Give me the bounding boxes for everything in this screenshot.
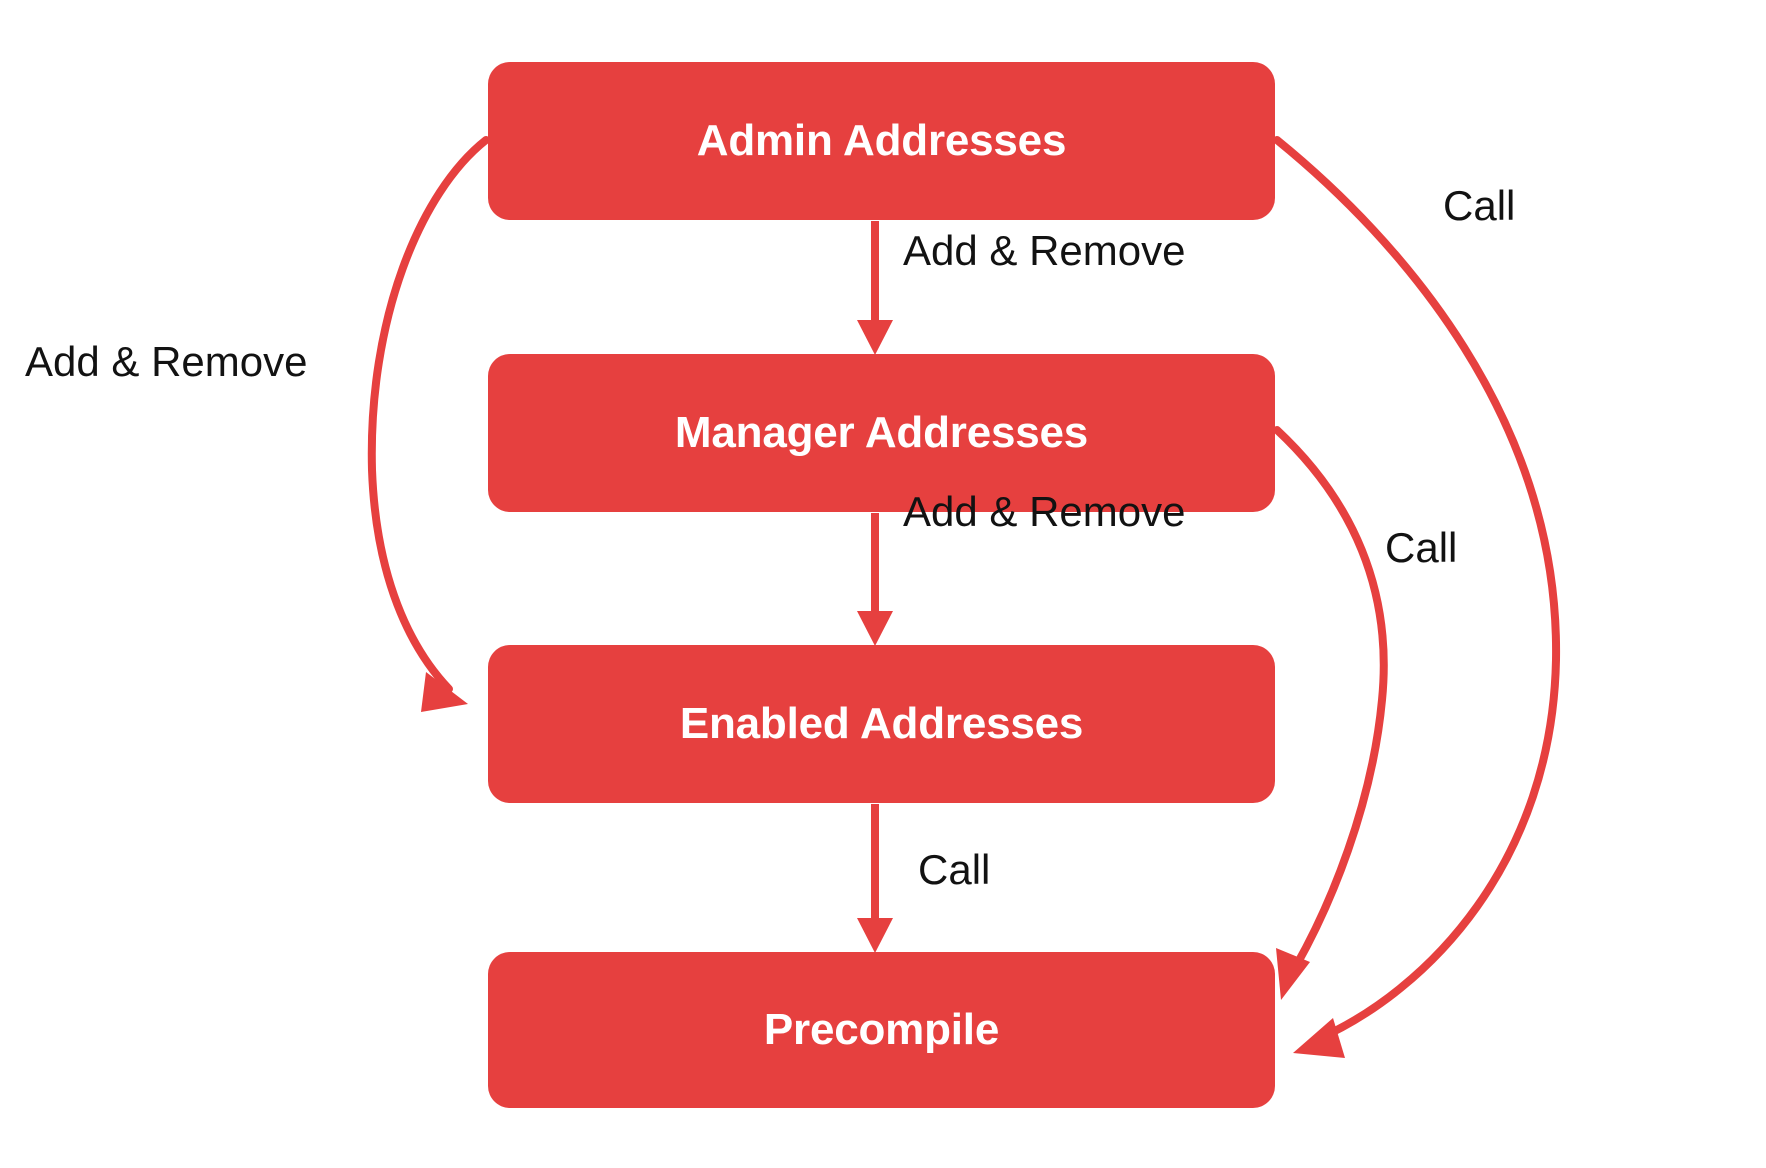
edge-admin-to-manager (857, 221, 893, 355)
edge-admin-to-precompile (1273, 136, 1561, 1058)
edge-manager-to-precompile (1273, 426, 1388, 1000)
node-admin-addresses[interactable]: Admin Addresses (488, 62, 1275, 220)
edge-label-manager-to-precompile: Call (1385, 524, 1458, 571)
node-label-manager-addresses: Manager Addresses (674, 408, 1089, 457)
node-enabled-addresses[interactable]: Enabled Addresses (488, 645, 1275, 803)
edge-label-admin-to-enabled: Add & Remove (25, 338, 308, 385)
edge-label-enabled-to-precompile: Call (918, 846, 991, 893)
edge-label-admin-to-manager: Add & Remove (903, 227, 1186, 274)
node-precompile[interactable]: Precompile (488, 952, 1275, 1108)
edge-label-admin-to-precompile: Call (1443, 182, 1516, 229)
edge-admin-to-enabled (367, 136, 490, 712)
node-manager-addresses[interactable]: Manager Addresses (488, 354, 1275, 512)
edge-label-manager-to-enabled: Add & Remove (903, 488, 1186, 535)
node-label-admin-addresses: Admin Addresses (696, 116, 1067, 165)
edge-manager-to-enabled (857, 513, 893, 646)
node-label-precompile: Precompile (763, 1005, 1000, 1054)
node-label-enabled-addresses: Enabled Addresses (679, 699, 1084, 748)
edge-enabled-to-precompile (857, 804, 893, 953)
